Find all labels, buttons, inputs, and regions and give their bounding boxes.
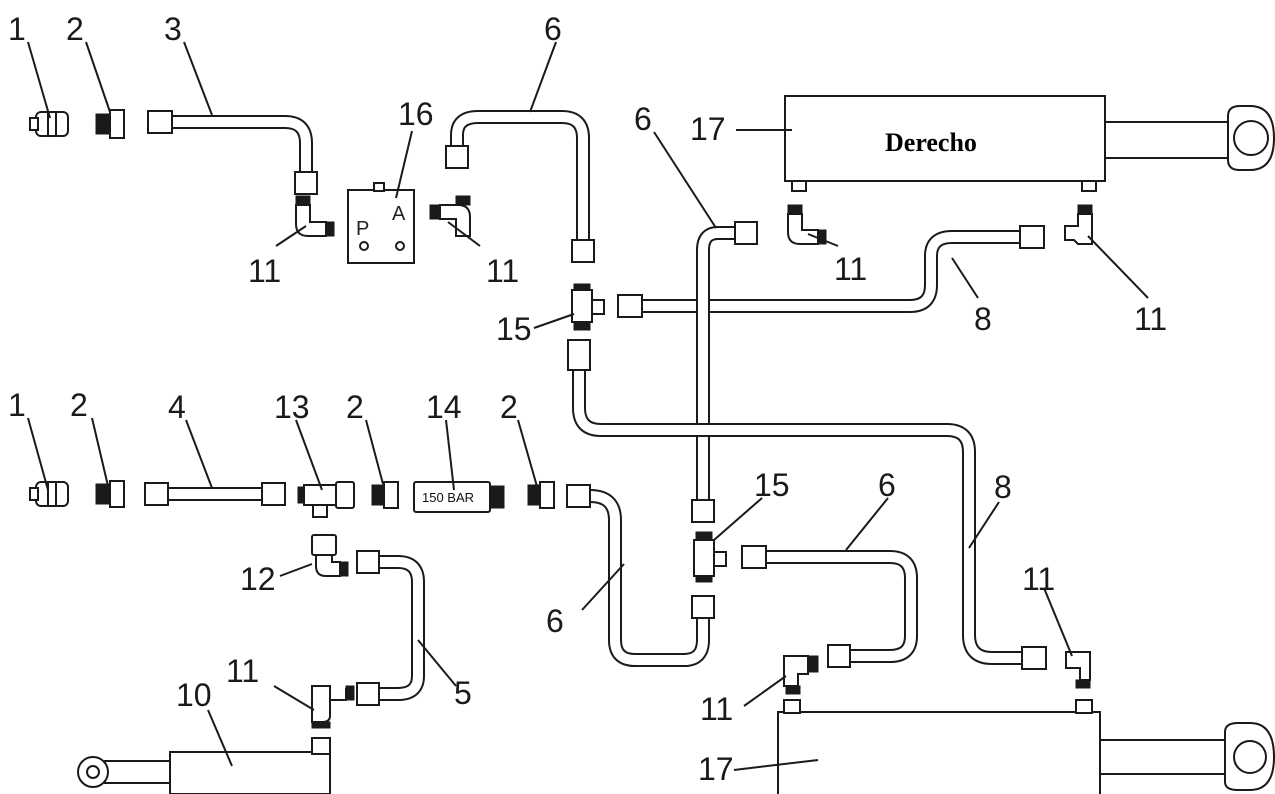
callout-label: 11	[226, 653, 259, 689]
callout-label: 6	[544, 11, 562, 47]
callout-label: 16	[398, 96, 434, 132]
adapter-bottom-1	[95, 480, 125, 508]
hose-nut	[571, 239, 595, 263]
leader-lines	[27, 41, 1149, 771]
hose-3	[172, 115, 313, 172]
hose-nut	[691, 499, 715, 523]
callout-label: 12	[240, 561, 276, 597]
relief-valve: 150 BAR	[413, 481, 505, 513]
elbow-fitting-11	[1065, 651, 1091, 689]
hose-nut	[1019, 225, 1045, 249]
cylinder-right-top: Derecho	[784, 95, 1275, 192]
tee-fitting-13	[297, 481, 355, 518]
callout-label: 6	[878, 467, 896, 503]
callout-label: 5	[454, 675, 472, 711]
hose-6-right-lower	[766, 550, 918, 663]
callout-label: 13	[274, 389, 310, 425]
callout-label: 11	[1134, 301, 1167, 337]
callout-label: 11	[1022, 561, 1055, 597]
callout-label: 1	[8, 11, 26, 47]
adapter-top	[95, 109, 125, 139]
elbow-fitting-11	[429, 195, 471, 237]
hose-nut	[147, 110, 173, 134]
callout-label: 17	[698, 751, 734, 787]
callout-label: 14	[426, 389, 462, 425]
hose-nut	[356, 550, 380, 574]
callout-label: 11	[248, 253, 281, 289]
hose-nut	[567, 339, 591, 371]
tee-fitting-15	[571, 283, 605, 331]
relief-valve-label: 150 BAR	[422, 490, 474, 505]
elbow-fitting-11	[1064, 204, 1093, 245]
hose-8-long	[572, 370, 1022, 665]
elbow-fitting-11	[783, 655, 819, 695]
hose-nut	[691, 595, 715, 619]
elbow-fitting-11	[311, 685, 355, 729]
block-port-p: P	[356, 218, 369, 240]
quick-coupler-top	[29, 111, 69, 137]
adapter-bottom-3	[527, 481, 555, 509]
callout-label: 2	[70, 387, 88, 423]
callout-label: 8	[974, 301, 992, 337]
hose-nut	[445, 145, 469, 169]
callout-label: 17	[690, 111, 726, 147]
block-port-a: A	[392, 203, 406, 225]
hose-8-upper	[642, 230, 1020, 313]
hose-6-vertical	[696, 226, 735, 500]
callout-label: 11	[700, 691, 733, 727]
callout-label: 15	[496, 311, 532, 347]
cylinder-left	[77, 737, 331, 794]
callout-label: 10	[176, 677, 212, 713]
callout-labels: 1 2 3 6 16 17 6 11 11 11 8 11 15 1 2 4 1…	[8, 11, 1167, 787]
hose-nut	[566, 484, 591, 508]
callout-label: 2	[500, 389, 518, 425]
fittings	[29, 109, 1093, 729]
hose-6-lower	[589, 489, 710, 667]
callout-label: 11	[486, 253, 519, 289]
valve-block: P A	[347, 182, 415, 264]
callout-label: 11	[834, 251, 867, 287]
hoses	[168, 110, 1022, 701]
hose-nut	[741, 545, 767, 569]
quick-coupler-bottom	[29, 481, 69, 507]
cylinder-right-bottom	[777, 699, 1275, 794]
tee-fitting-15	[693, 531, 727, 583]
callout-label: 3	[164, 11, 182, 47]
adapter-bottom-2	[371, 481, 399, 509]
hose-nut	[734, 221, 758, 245]
hose-nut	[827, 644, 851, 668]
callout-label: 4	[168, 389, 186, 425]
callout-label: 2	[66, 11, 84, 47]
callout-label: 15	[754, 467, 790, 503]
callout-label: 1	[8, 387, 26, 423]
elbow-fitting-11	[787, 204, 827, 245]
callout-label: 6	[634, 101, 652, 137]
elbow-fitting-12	[311, 534, 349, 577]
hose-nut	[261, 482, 286, 506]
hose-nut	[144, 482, 169, 506]
hose-nut	[1021, 646, 1047, 670]
cylinder-title: Derecho	[885, 128, 977, 157]
callout-label: 8	[994, 469, 1012, 505]
hose-nut	[356, 682, 380, 706]
callout-label: 2	[346, 389, 364, 425]
hose-5	[379, 555, 425, 701]
hose-6-top	[450, 110, 590, 240]
hose-nut	[617, 294, 643, 318]
callout-label: 6	[546, 603, 564, 639]
hose-nut	[294, 171, 318, 195]
